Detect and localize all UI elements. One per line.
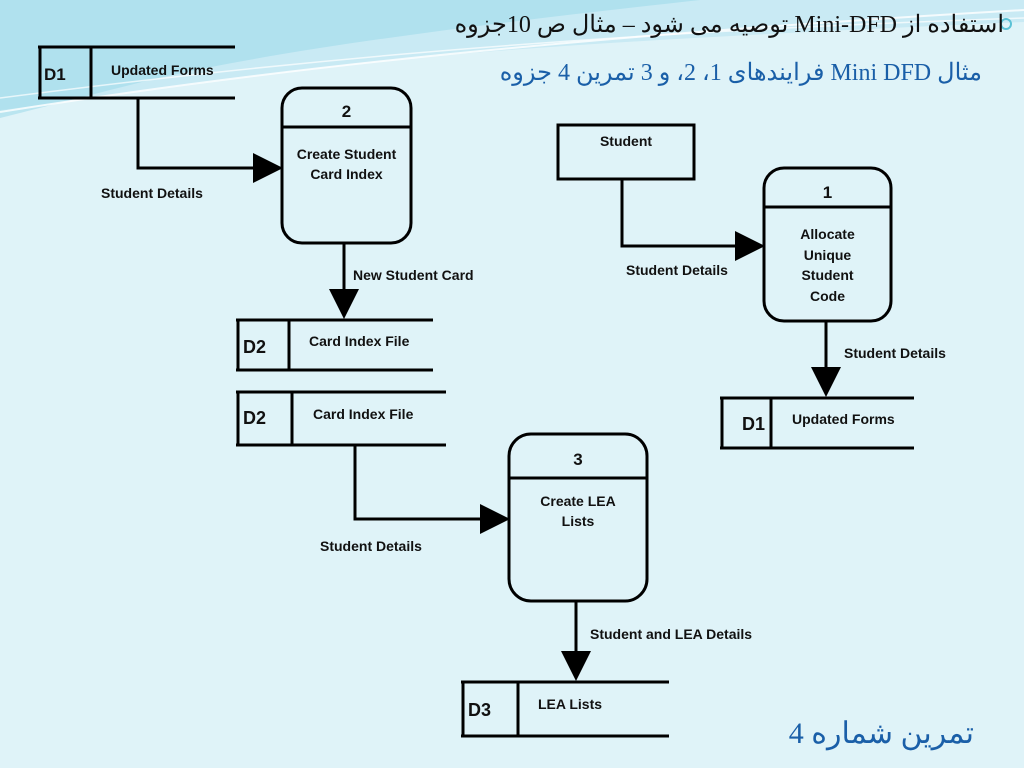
store-id: D1	[742, 414, 766, 434]
entity-label: Student	[599, 133, 653, 149]
bullet-icon	[1000, 18, 1012, 30]
data-store-d2-card-index-file-a	[236, 318, 433, 372]
process-3	[507, 432, 649, 603]
process-label: Create Student Card Index	[296, 146, 397, 182]
slide-subtitle: مثال Mini DFD فرایندهای 1، 2، و 3 تمرین …	[499, 60, 982, 86]
store-label: Updated Forms	[792, 411, 895, 427]
store-id: D2	[243, 408, 267, 428]
flow-label: Student Details	[626, 262, 728, 278]
data-store-d3-lea-lists	[461, 680, 669, 738]
flow-label: Student and LEA Details	[590, 626, 753, 642]
process-number: 2	[341, 102, 352, 121]
flow-d1-to-p2	[136, 98, 283, 183]
process-number: 3	[573, 450, 583, 469]
flow-label: Student Details	[320, 538, 422, 554]
flow-student-to-p1	[620, 179, 765, 261]
flow-d2-to-p3	[353, 445, 510, 534]
data-store-d1-updated-forms-right	[720, 396, 914, 450]
process-label: Allocate Unique Student Code	[800, 226, 855, 304]
slide-title: استفاده از Mini-DFD توصیه می شود – مثال …	[454, 12, 1004, 38]
store-label: Updated Forms	[111, 62, 214, 78]
flow-label: Student Details	[101, 185, 203, 201]
store-id: D2	[243, 337, 267, 357]
store-label: Card Index File	[313, 406, 414, 422]
data-store-d2-card-index-file-b	[236, 390, 446, 447]
flow-label: New Student Card	[353, 267, 474, 283]
flow-label: Student Details	[844, 345, 946, 361]
exercise-label: تمرین شماره 4	[788, 717, 974, 750]
store-label: LEA Lists	[538, 696, 603, 712]
process-number: 1	[822, 183, 833, 202]
entity-student	[556, 123, 696, 181]
store-id: D3	[468, 700, 492, 720]
store-id: D1	[44, 65, 66, 84]
process-label: Create LEA Lists	[540, 493, 616, 529]
store-label: Card Index File	[309, 333, 410, 349]
